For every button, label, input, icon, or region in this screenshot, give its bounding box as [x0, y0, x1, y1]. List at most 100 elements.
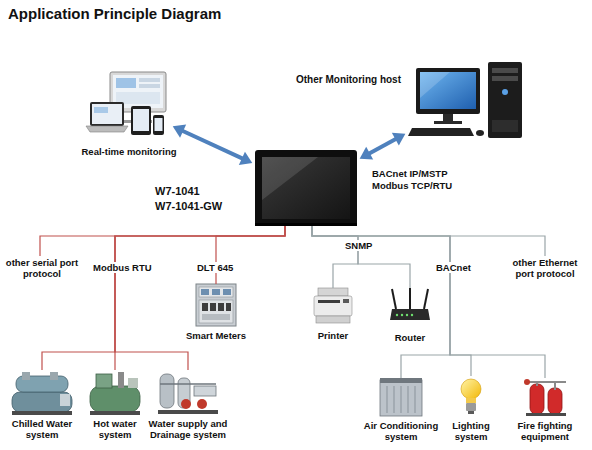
monitoring-devices-illustration-part [92, 104, 122, 124]
node-caption: Chilled Water system [4, 418, 80, 440]
printer-illustration-part [318, 300, 340, 303]
node-caption: Hot water system [82, 418, 148, 440]
device-node: Other Monitoring host [408, 60, 526, 140]
router-illustration-part [411, 314, 413, 316]
connector [312, 226, 410, 288]
connector-line [312, 226, 450, 378]
router-illustration-part [401, 314, 403, 316]
fire-equipment-illustration-part [524, 379, 530, 385]
device-node: Water supply and Drainage system [158, 370, 218, 416]
printer-illustration-part [343, 299, 349, 303]
connector-line [312, 226, 410, 288]
device-node: Lighting system [460, 376, 482, 416]
connector [173, 124, 253, 164]
connector-line [312, 226, 358, 288]
ethernet-bus-wire-part [450, 236, 545, 256]
boiler-illustration [90, 372, 140, 415]
device-node: Printer [314, 288, 352, 324]
gateway-panel-illustration-part [262, 157, 350, 219]
air-conditioner-illustration-part [394, 386, 395, 413]
desktop-computer-illustration-part [443, 114, 453, 122]
smart-meter-illustration [196, 284, 236, 326]
connector [312, 226, 471, 376]
connector-line [216, 226, 285, 284]
desktop-computer-illustration-part [434, 121, 462, 124]
monitoring-devices-illustration-part [86, 126, 128, 132]
protocol-label: Modbus RTU [92, 262, 153, 273]
light-bulb-illustration-part [466, 398, 476, 403]
arrow-head [360, 147, 374, 160]
monitoring-devices-illustration-part [94, 107, 108, 113]
serial-bus-wire [40, 236, 115, 256]
monitoring-devices-illustration-part [90, 102, 124, 126]
connector-line [181, 130, 244, 159]
desktop-computer-illustration-part [420, 72, 450, 98]
desktop-computer-illustration-part [492, 68, 518, 73]
smart-meter-illustration-part [218, 303, 224, 311]
connector-line [368, 138, 397, 154]
node-caption: Water supply and Drainage system [138, 418, 238, 440]
device-node: Smart Meters [196, 284, 236, 326]
router-illustration-part [409, 288, 411, 309]
smart-meter-illustration-part [202, 314, 230, 320]
printer-illustration-part [314, 296, 352, 316]
node-caption: Fire fighting equipment [510, 420, 580, 442]
gateway-panel-illustration [255, 150, 357, 226]
connector-line [42, 226, 285, 370]
light-bulb-illustration-part [466, 403, 476, 411]
fire-equipment-illustration-part [526, 381, 566, 383]
smart-meter-illustration-part [202, 303, 208, 311]
connector [312, 226, 358, 288]
node-caption: Real-time monitoring [74, 146, 184, 157]
monitoring-devices-illustration-part [155, 118, 163, 131]
connector [216, 226, 285, 284]
smart-meter-illustration-part [226, 303, 231, 311]
arrow-head [239, 152, 252, 165]
device-node: Real-time monitoring [88, 70, 170, 142]
connector [115, 226, 285, 370]
node-caption: Air Conditioning system [357, 420, 445, 442]
chiller-illustration-part [22, 372, 30, 380]
router-illustration-part [396, 314, 398, 316]
router-illustration-part [390, 309, 430, 320]
chiller-illustration-part [12, 411, 72, 415]
monitoring-devices-illustration-part [153, 115, 164, 135]
protocol-label: DLT 645 [196, 262, 234, 273]
desktop-computer-illustration [408, 62, 522, 138]
ethernet-bus-wire [450, 236, 545, 256]
smart-meter-illustration-part [196, 284, 236, 326]
protocol-label: BACnet [435, 262, 472, 273]
smart-meter-illustration-part [201, 289, 209, 295]
air-conditioner-illustration-part [415, 386, 416, 413]
water-pump-illustration-part [178, 378, 190, 408]
boiler-illustration-part [90, 386, 140, 412]
boiler-illustration-part [118, 372, 124, 388]
connector-line [115, 226, 285, 370]
air-conditioner-illustration-part [380, 378, 422, 383]
router-illustration-part [424, 289, 428, 309]
gateway-panel-illustration-part [262, 157, 318, 200]
node-caption: Router [380, 332, 440, 343]
chiller-illustration-part [60, 394, 70, 406]
desktop-computer-illustration-part [420, 72, 476, 109]
light-bulb-illustration [461, 379, 481, 414]
monitoring-devices-illustration [86, 72, 166, 135]
device-node: Chilled Water system [10, 370, 74, 416]
printer-illustration [314, 288, 352, 323]
connector [42, 226, 285, 370]
smart-meter-illustration-part [210, 303, 216, 311]
connector [312, 226, 545, 378]
water-pump-illustration-part [158, 410, 218, 414]
air-conditioner-illustration-part [387, 386, 388, 413]
chiller-illustration-part [12, 392, 72, 412]
serial-bus-wire-part [40, 236, 115, 256]
protocol-label: other serial port protocol [0, 257, 84, 279]
gateway-panel-illustration-part [255, 150, 357, 226]
light-bulb-illustration-part [468, 411, 474, 414]
smart-meter-illustration-part [223, 289, 231, 295]
fire-equipment-illustration-part [554, 382, 556, 390]
fire-equipment-illustration-part [526, 413, 566, 416]
connector [115, 226, 285, 370]
